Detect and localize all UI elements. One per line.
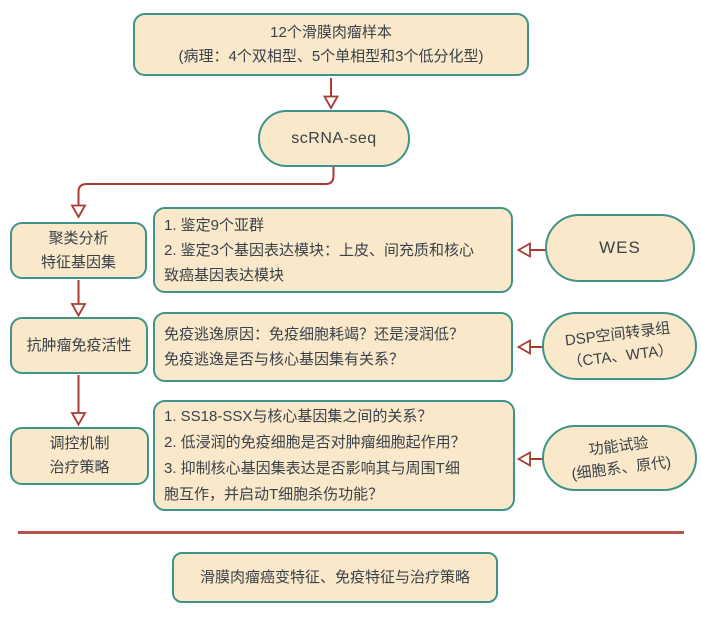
arrow-down-icon: [70, 280, 87, 318]
samples-line-1: 12个滑膜肉瘤样本: [270, 23, 392, 41]
stage-therapy-line-2: 治疗策略: [49, 459, 110, 476]
arrow-down-icon: [322, 78, 340, 110]
arrow-left-icon: [516, 338, 543, 356]
findings-line: 2. 鉴定3个基因表达模块：上皮、间充质和核心: [164, 241, 475, 259]
scrna-seq-node: scRNA-seq: [258, 110, 410, 167]
method-dsp-node: DSP空间转录组 （CTA、WTA）: [542, 312, 697, 380]
method-dsp-label-group: DSP空间转录组 （CTA、WTA）: [564, 318, 675, 375]
method-functional-node: 功能试验 (细胞系、原代): [542, 425, 697, 491]
stage-immune-line-1: 抗肿瘤免疫活性: [26, 336, 132, 354]
method-wes-label: WES: [599, 238, 641, 257]
findings-therapy-box: 1. SS18-SSX与核心基因集之间的关系？ 2. 低浸润的免疫细胞是否对肿瘤…: [153, 400, 515, 511]
findings-line: 胞互作，并启动T细胞杀伤功能？: [164, 485, 384, 503]
findings-immune-box: 免疫逃逸原因：免疫细胞耗竭？还是浸润低？ 免疫逃逸是否与核心基因集有关系？: [153, 312, 513, 382]
arrow-left-icon: [516, 450, 543, 468]
stage-clustering-line-1: 聚类分析: [48, 229, 109, 247]
findings-line: 3. 抑制核心基因集表达是否影响其与周围T细: [164, 459, 460, 477]
findings-line: 1. 鉴定9个亚群: [164, 216, 265, 234]
findings-line: 免疫逃逸是否与核心基因集有关系？: [164, 351, 405, 368]
findings-clustering-box: 1. 鉴定9个亚群 2. 鉴定3个基因表达模块：上皮、间充质和核心 致癌基因表达…: [153, 207, 513, 293]
stage-clustering-line-2: 特征基因集: [40, 253, 116, 271]
samples-line-2: (病理：4个双相型、5个单相型和3个低分化型): [178, 47, 484, 65]
stage-clustering-box: 聚类分析 特征基因集: [10, 222, 147, 279]
conclusion-label: 滑膜肉瘤癌变特征、免疫特征与治疗策略: [199, 568, 470, 586]
findings-line: 1. SS18-SSX与核心基因集之间的关系？: [164, 407, 433, 425]
conclusion-box: 滑膜肉瘤癌变特征、免疫特征与治疗策略: [172, 552, 498, 603]
method-wes-node: WES: [545, 214, 695, 282]
method-functional-line-2: (细胞系、原代): [570, 453, 672, 483]
findings-line: 致癌基因表达模块: [164, 266, 285, 284]
arrow-elbow-icon: [70, 167, 335, 219]
stage-therapy-line-1: 调控机制: [49, 435, 110, 452]
arrow-down-icon: [70, 375, 87, 427]
findings-line: 2. 低浸润的免疫细胞是否对肿瘤细胞起作用？: [164, 433, 466, 451]
stage-immune-box: 抗肿瘤免疫活性: [10, 317, 148, 374]
scrna-seq-label: scRNA-seq: [291, 129, 377, 147]
arrow-left-icon: [516, 241, 548, 259]
method-functional-label-group: 功能试验 (细胞系、原代): [567, 430, 672, 486]
stage-therapy-box: 调控机制 治疗策略: [10, 427, 149, 485]
findings-line: 免疫逃逸原因：免疫细胞耗竭？还是浸润低？: [164, 326, 465, 343]
divider-line: [18, 531, 684, 534]
samples-box: 12个滑膜肉瘤样本 (病理：4个双相型、5个单相型和3个低分化型): [133, 13, 529, 76]
